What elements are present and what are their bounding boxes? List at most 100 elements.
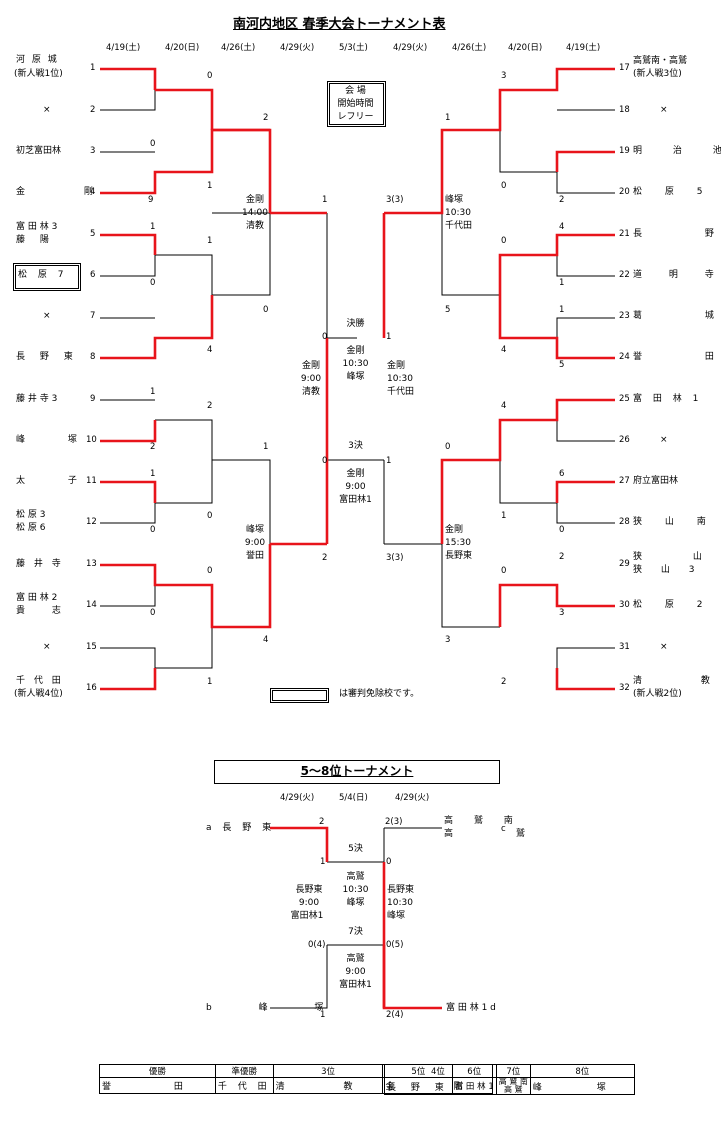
seed-number: 14: [86, 600, 97, 610]
t2-score: 2(4): [386, 1010, 404, 1020]
t2-left-venue: 富田林1: [290, 911, 324, 921]
seed-number: 9: [90, 394, 96, 404]
team-label: 千 代 田: [16, 676, 64, 686]
score: 0: [207, 566, 213, 576]
team-label: 富 田 林 1: [633, 394, 703, 404]
seed-number: 26: [619, 435, 630, 445]
team-sub: (新人戦2位): [633, 689, 682, 699]
venue-info: 長野東: [445, 551, 473, 561]
score: 1: [445, 113, 451, 123]
team-label: 河 原 城: [16, 55, 59, 65]
score: 4: [559, 222, 565, 232]
t2-date: 4/29(火): [280, 793, 315, 803]
team-label: 松 原 3: [16, 510, 46, 520]
score: 0: [150, 525, 156, 535]
seed-number: 30: [619, 600, 630, 610]
score: 0: [445, 442, 451, 452]
t2-title-box: [214, 760, 500, 784]
results-table-5to8: 5位 6位 7位 8位 長 野 東 富 田 林 1 高 鷲 南 高 鷲 峰 塚: [384, 1064, 635, 1095]
venue-info: 金剛: [245, 195, 264, 205]
team-label: 太 子: [16, 476, 97, 486]
score: 1: [150, 469, 156, 479]
third-venue: 金剛: [346, 469, 365, 479]
t2-team-c2: 高 鷲: [444, 829, 555, 839]
seed-number: 28: [619, 517, 630, 527]
venue-legend-inner: [329, 83, 384, 125]
score: 2: [559, 552, 565, 562]
venue-info: 千代田: [445, 221, 473, 231]
t2-title: 5～8位トーナメント: [300, 764, 414, 778]
team-label: 高鷲南・高鷲: [633, 56, 688, 66]
score: 6: [559, 469, 565, 479]
score: 1: [559, 278, 565, 288]
seed-number: 13: [86, 559, 97, 569]
score: 0: [501, 236, 507, 246]
score: 0: [501, 566, 507, 576]
team-label: ×: [660, 435, 668, 445]
team-label: 松 原 2: [633, 600, 713, 610]
team-sub: 松 原 6: [16, 523, 46, 533]
t2-team-a: a 長 野 東: [206, 823, 276, 833]
result-value: 峰 塚: [529, 1077, 635, 1095]
result-value: 誉 田: [99, 1077, 216, 1094]
t2-label5: 5決: [348, 844, 363, 854]
date-header: 4/20(日): [165, 43, 200, 53]
exempt-legend-inner: [272, 690, 327, 701]
t2-date: 5/4(日): [339, 793, 368, 803]
t2-left-venue: 長野東: [295, 885, 323, 895]
semi-venue: 10:30: [387, 374, 413, 384]
seed-number: 8: [90, 352, 96, 362]
team-label: 誉 田: [633, 352, 714, 362]
team-label: ×: [43, 105, 51, 115]
seed-number: 17: [619, 63, 630, 73]
score: 1: [207, 181, 213, 191]
date-header: 4/20(日): [508, 43, 543, 53]
team-label: 道 明 寺: [633, 270, 721, 280]
score: 1: [207, 677, 213, 687]
seed-number: 32: [619, 683, 630, 693]
venue-legend-box: [327, 81, 386, 127]
exempt-legend-box: [270, 688, 329, 703]
result-value: 高 鷲 南 高 鷲: [495, 1077, 531, 1095]
date-header: 4/19(土): [106, 43, 141, 53]
seed-number: 20: [619, 187, 630, 197]
team-sub: 貴 志: [16, 606, 73, 616]
score: 4: [501, 345, 507, 355]
score: 0: [207, 511, 213, 521]
t2-score: 2(3): [385, 817, 403, 827]
exempt-box-inner: [15, 265, 79, 289]
t2-team-c: 高 鷲 南: [444, 816, 522, 826]
t2-right-venue: 長野東: [387, 885, 415, 895]
t2-venue5: 高鷲: [346, 872, 365, 882]
venue-info: 15:30: [445, 538, 471, 548]
seed-number: 27: [619, 476, 630, 486]
score: 2: [559, 195, 565, 205]
score: 3(3): [386, 195, 404, 205]
score: 1: [322, 195, 328, 205]
team-label: 富 田 林 2: [16, 593, 58, 603]
score: 1: [263, 442, 269, 452]
third-venue: 9:00: [345, 482, 366, 492]
result-header: 7位: [495, 1064, 531, 1078]
score: 5: [559, 360, 565, 370]
team-label: ×: [43, 311, 51, 321]
score: 0: [150, 608, 156, 618]
t2-score: 1: [320, 1010, 326, 1020]
score: 3(3): [386, 553, 404, 563]
t2-right-venue: 10:30: [387, 898, 413, 908]
team-label: 初芝富田林: [16, 146, 62, 156]
third-venue: 富田林1: [339, 495, 372, 505]
score: 4: [501, 401, 507, 411]
team-sub: (新人戦3位): [633, 69, 682, 79]
result-value: 富 田 林 1: [451, 1077, 497, 1095]
date-header: 4/29(火): [393, 43, 428, 53]
score: 1: [386, 332, 392, 342]
seed-number: 18: [619, 105, 630, 115]
team-label: 狭 山: [633, 552, 721, 562]
t2-score: 0: [386, 857, 392, 867]
team-label: 藤 井 寺: [16, 559, 64, 569]
score: 0: [501, 181, 507, 191]
venue-legend-text: レフリー: [337, 112, 374, 122]
team-label: 長 野: [633, 229, 714, 239]
result-header: 優勝: [99, 1064, 216, 1078]
